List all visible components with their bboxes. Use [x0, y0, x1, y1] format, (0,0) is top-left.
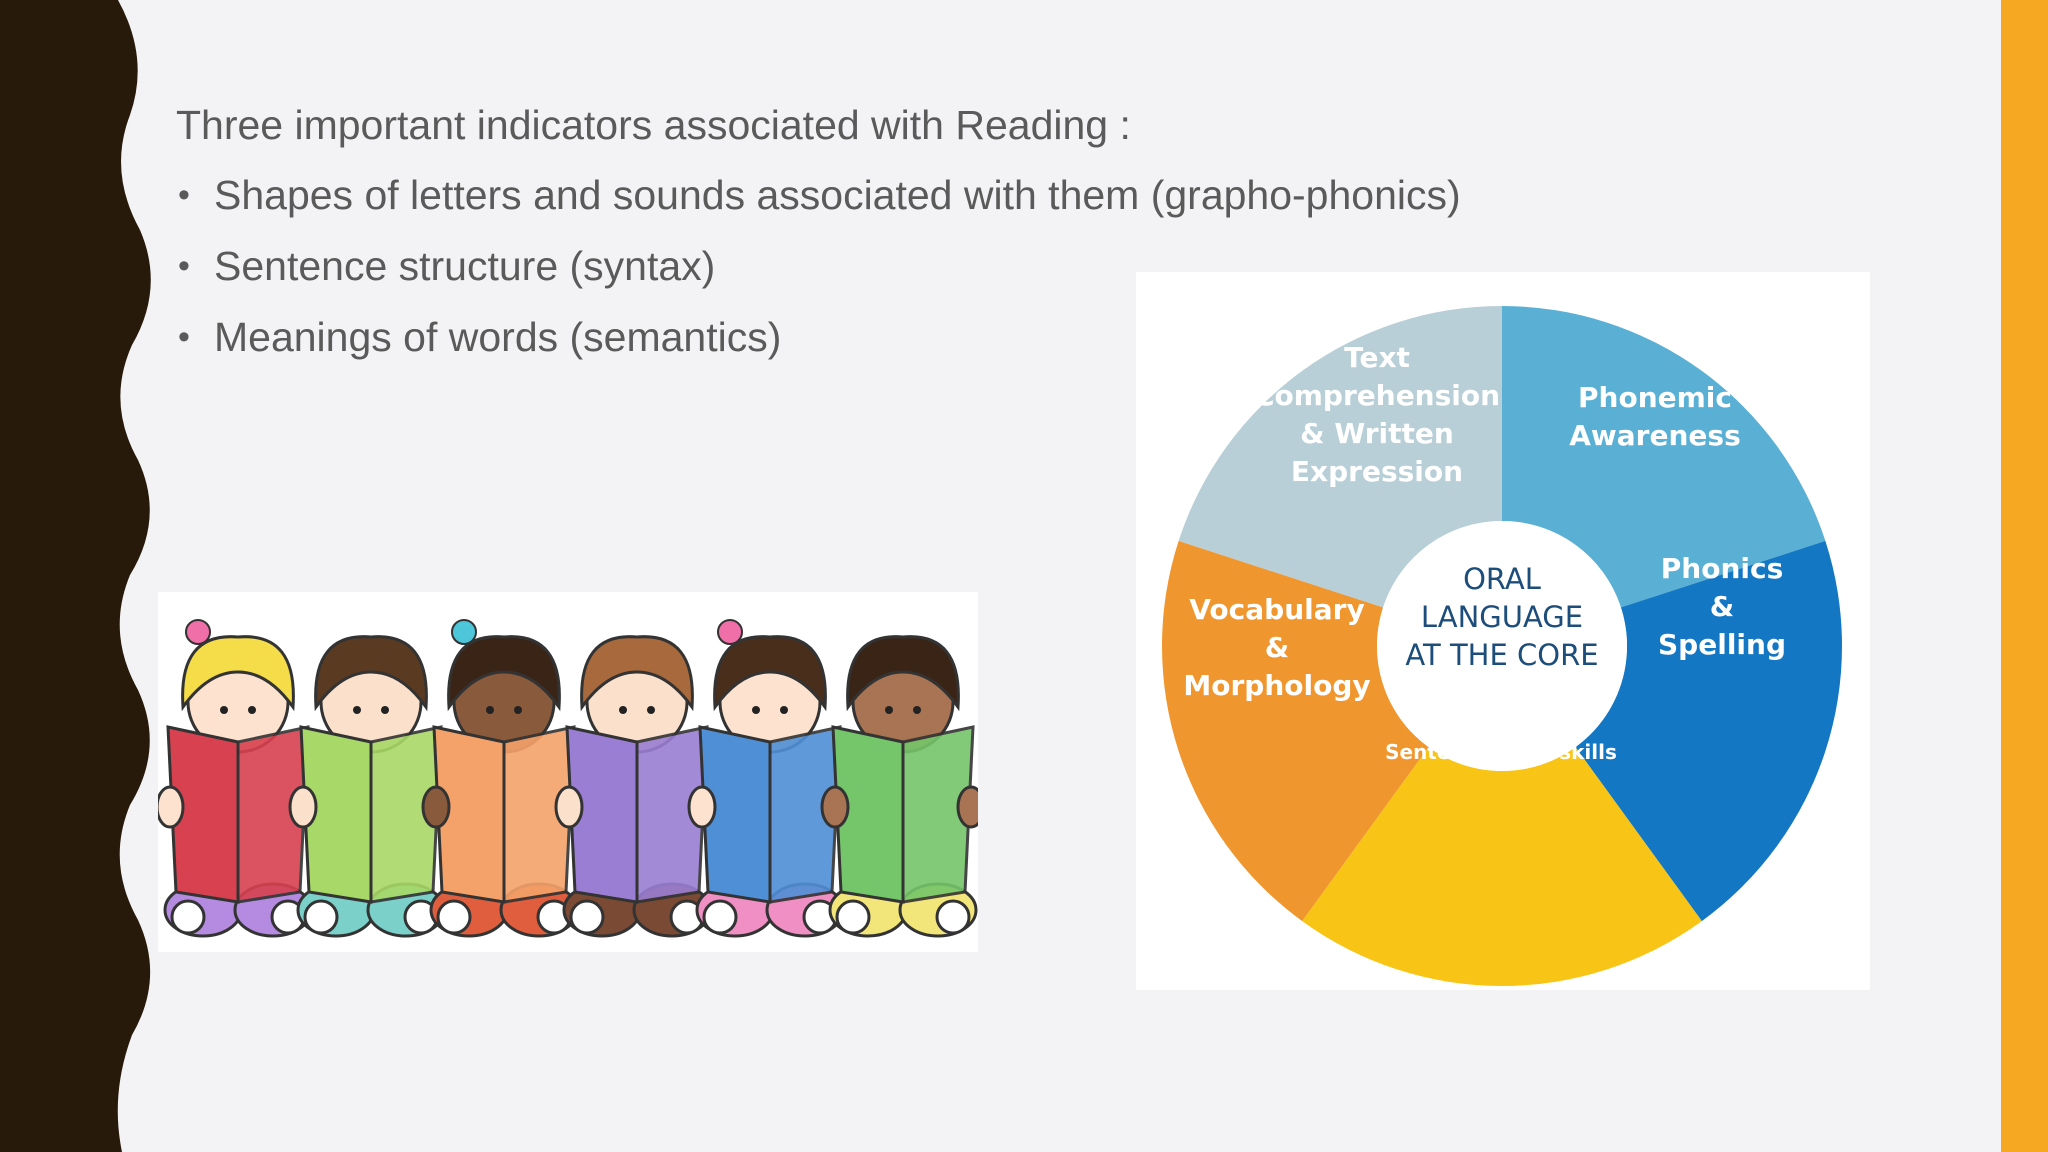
bullet-text: Meanings of words (semantics) [214, 314, 782, 360]
bullet-dot-icon: • [178, 247, 190, 285]
bullet-dot-icon: • [178, 176, 190, 214]
kid-figure [158, 619, 321, 938]
wheel-segment-label: & [1710, 590, 1734, 623]
bullet-text: Shapes of letters and sounds associated … [214, 172, 1461, 218]
wheel-segment-label: Expression [1291, 455, 1463, 488]
bullet-item: • Shapes of letters and sounds associate… [176, 168, 1461, 239]
kid-figure [288, 635, 454, 938]
core-label: AT THE CORE [1405, 638, 1598, 672]
wheel-segment-label: & [1265, 631, 1289, 664]
wheel-segment-label: Awareness [1569, 419, 1741, 452]
wheel-segment-label: & Written [1300, 417, 1454, 450]
wheel-segment-label: Syntax [1447, 701, 1556, 734]
wheel-segment-label: Vocabulary [1189, 593, 1364, 626]
kid-figure [421, 619, 587, 938]
right-accent-bar [2001, 0, 2048, 1152]
kids-group [158, 619, 978, 938]
kid-figure [687, 619, 853, 938]
wheel-segment [1302, 747, 1702, 987]
wheel-segment-label: Phonemic [1578, 381, 1732, 414]
bullet-list: • Shapes of letters and sounds associate… [176, 168, 1461, 381]
core-label: ORAL [1463, 562, 1541, 596]
bullet-item: • Sentence structure (syntax) [176, 239, 1461, 310]
bullet-dot-icon: • [178, 318, 190, 356]
wheel-segment-label: Phonics [1661, 552, 1784, 585]
core-label: LANGUAGE [1421, 600, 1583, 634]
wheel-segment [1178, 306, 1502, 608]
bullet-item: • Meanings of words (semantics) [176, 310, 1461, 381]
wheel-segment [1575, 540, 1842, 922]
wheel-segment-label: Comprehension [1254, 379, 1500, 412]
wheel-core-labels: ORAL LANGUAGE AT THE CORE [1405, 562, 1598, 672]
wheel-segment-label: Spelling [1658, 628, 1786, 661]
wheel-segment [1502, 306, 1826, 608]
children-reading-illustration [158, 592, 978, 952]
wheel-segment-sublabel: Sentence-level skills [1385, 740, 1617, 764]
slide-heading: Three important indicators associated wi… [176, 102, 1131, 148]
wheel-segment-label: Morphology [1183, 669, 1370, 702]
wheel-segment [1162, 540, 1429, 922]
wheel-core-circle [1377, 521, 1627, 771]
left-wavy-border [0, 0, 151, 1152]
wheel-segments [1162, 306, 1842, 987]
bullet-text: Sentence structure (syntax) [214, 243, 716, 289]
kid-figure [820, 635, 978, 938]
wavy-border-shape [0, 0, 151, 1152]
wheel-segment-label: Text [1344, 341, 1410, 374]
